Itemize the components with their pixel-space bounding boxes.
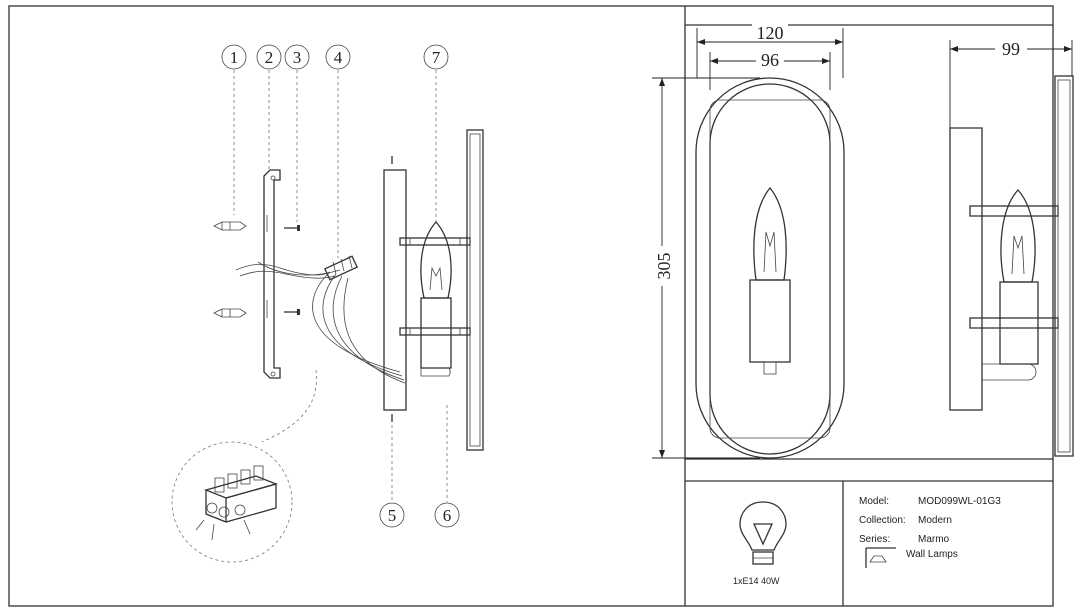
connection-detail [171, 369, 317, 563]
glass-shade [466, 129, 484, 451]
svg-text:305: 305 [654, 253, 674, 280]
callout-4: 4 [325, 44, 351, 258]
terminal-block [324, 255, 358, 281]
svg-text:3: 3 [293, 48, 302, 67]
series-value: Marmo [918, 534, 950, 545]
type-value: Wall Lamps [906, 549, 958, 560]
sheet-frame [8, 5, 1054, 607]
wall-lamp-icon [865, 547, 896, 568]
dimension-120: 120 [696, 22, 844, 78]
candle-bulb [420, 221, 452, 299]
svg-text:96: 96 [761, 50, 779, 70]
callout-7: 7 [423, 44, 449, 225]
svg-text:1: 1 [230, 48, 239, 67]
svg-text:6: 6 [443, 506, 452, 525]
wall-anchor-lower [213, 308, 247, 318]
callout-5: 5 [379, 425, 405, 528]
lamp-spec: 1xE14 40W [733, 576, 780, 586]
callout-3: 3 [284, 44, 310, 222]
model-value: MOD099WL-01G3 [918, 496, 1001, 507]
svg-text:4: 4 [334, 48, 343, 67]
side-view [949, 75, 1074, 457]
bulb-symbol-icon [739, 501, 787, 565]
wall-anchor-upper [213, 221, 247, 231]
svg-text:7: 7 [432, 48, 441, 67]
supply-wires [235, 261, 406, 384]
dimension-305: 305 [652, 77, 760, 459]
bulb-holder [420, 297, 452, 377]
dimension-96: 96 [709, 50, 831, 90]
collection-value: Modern [918, 515, 952, 526]
mounting-bracket [263, 169, 281, 379]
svg-text:120: 120 [757, 23, 784, 43]
callout-1: 1 [221, 44, 247, 215]
screw-lower [284, 309, 300, 315]
model-label: Model: [859, 496, 890, 507]
series-label: Series: [859, 534, 891, 545]
callout-2: 2 [256, 44, 282, 172]
wall-plate [383, 156, 407, 422]
svg-text:99: 99 [1002, 39, 1020, 59]
dimension-99: 99 [949, 38, 1073, 128]
svg-text:2: 2 [265, 48, 274, 67]
svg-text:5: 5 [388, 506, 397, 525]
front-view [695, 77, 845, 459]
screw-upper [284, 225, 300, 231]
callout-6: 6 [434, 405, 460, 528]
collection-label: Collection: [859, 515, 906, 526]
lamp-arms [399, 237, 471, 336]
